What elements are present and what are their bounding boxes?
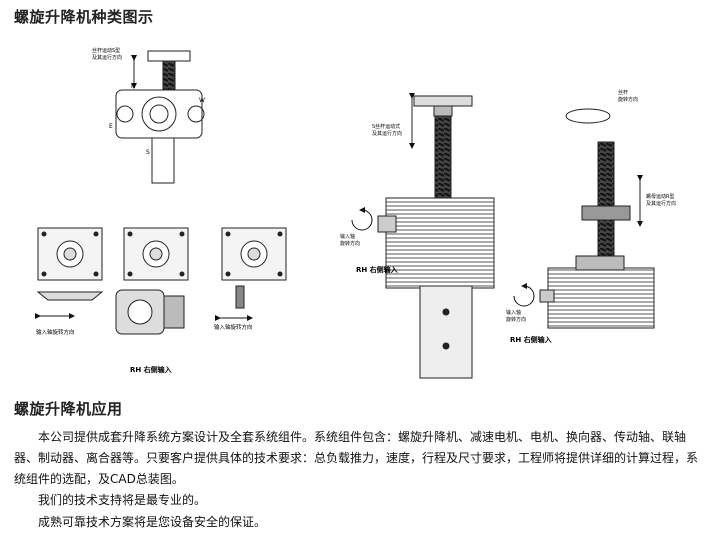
compass-s-label: S	[146, 149, 150, 156]
nut-motion-line1: 螺母运动R型	[646, 193, 674, 200]
input-rotation-dir-label-right: 输入轴旋转方向	[214, 323, 253, 331]
rh-input-label-left: RH 右侧输入	[130, 365, 172, 374]
input-rotation-dir-label-left: 输入轴旋转方向	[36, 328, 75, 336]
screw-jack-translating	[377, 93, 495, 379]
input-rotation-b-line1: 输入轴	[506, 309, 521, 316]
screw-rotation-line1: 丝杆	[618, 89, 628, 96]
screw-motion-label-line2: 及其运行方向	[92, 54, 122, 61]
input-rotation-label-right: 输入轴 旋转方向	[506, 309, 526, 323]
compass-e-label: E	[109, 123, 113, 130]
top-view-jack-schematic	[115, 50, 205, 184]
nut-motion-label: 螺母运动R型 及其运行方向	[646, 193, 676, 207]
screw-motion-s-label-center: S丝杆运动式 及其运行方向	[372, 123, 402, 137]
flange-view-right	[221, 227, 287, 309]
rh-input-label-right: RH 右侧输入	[510, 335, 552, 344]
screw-jack-rotating	[539, 108, 655, 329]
intro-paragraph: 本公司提供成套升降系统方案设计及全套系统组件。系统组件包含：螺旋升降机、减速电机…	[14, 430, 699, 486]
screw-rotation-label: 丝杆 旋转方向	[618, 89, 638, 103]
flange-view-left	[36, 227, 104, 301]
jack-types-diagram: 丝杆运动S型 及其运行方向 N E W S 输入轴旋转方向 输入轴旋转方向 RH…	[35, 47, 676, 379]
screw-motion-s-label: 丝杆运动S型 及其运行方向	[92, 47, 122, 61]
input-rotation-label-center: 输入轴 旋转方向	[340, 233, 360, 247]
nut-motion-line2: 及其运行方向	[646, 200, 676, 207]
input-rotation-a-line1: 输入轴	[340, 233, 355, 240]
compass-w-label: W	[199, 97, 205, 104]
support-paragraph: 我们的技术支持将是最专业的。	[38, 493, 207, 507]
rh-input-label-center: RH 右侧输入	[356, 265, 398, 274]
screw-motion-label-line1: 丝杆运动S型	[92, 47, 120, 54]
section-title-applications: 螺旋升降机应用	[14, 400, 123, 418]
input-rotation-b-line2: 旋转方向	[506, 316, 526, 323]
section-title-types: 螺旋升降机种类图示	[14, 8, 154, 26]
flange-view-center	[115, 227, 189, 335]
guarantee-paragraph: 成熟可靠技术方案将是您设备安全的保证。	[38, 515, 267, 529]
input-rotation-a-line2: 旋转方向	[340, 240, 360, 247]
screw-motion-s-line2: 及其运行方向	[372, 130, 402, 137]
screw-motion-s-line1: S丝杆运动式	[372, 123, 400, 130]
screw-rotation-line2: 旋转方向	[618, 96, 638, 103]
compass-n-label: N	[131, 83, 136, 90]
